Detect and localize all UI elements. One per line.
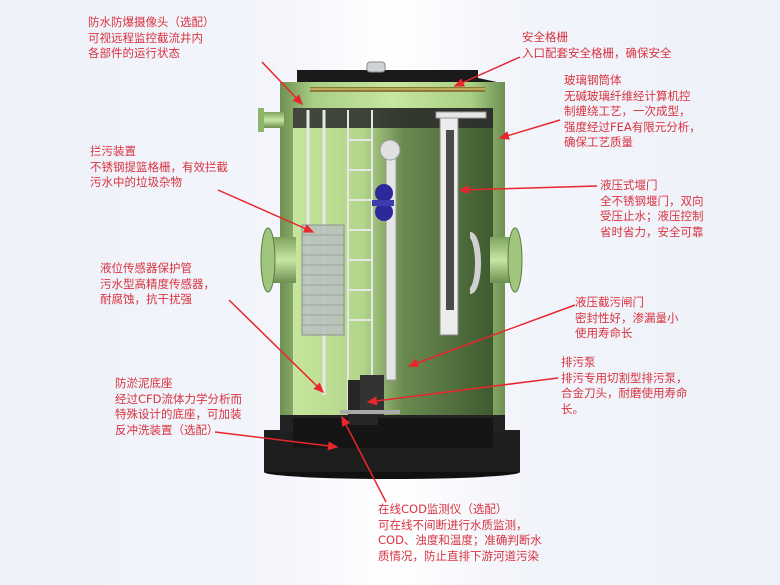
hydraulic-weir-gate [435,111,487,336]
discharge-pipe [372,139,401,381]
label-pump-line: 合金刀头，耐磨使用寿命 [561,386,688,400]
top-cover [297,61,497,92]
label-grille-title: 安全格栅 [522,30,568,44]
label-pump-title: 排污泵 [561,355,596,369]
trash-basket [301,224,345,336]
label-cod-title: 在线COD监测仪（选配） [378,502,508,516]
label-body: 玻璃钢筒体 无碱玻璃纤维经计算机控 制缠绕工艺，一次成型， 强度经过FEA有限元… [564,73,701,151]
callout-arrows [214,56,598,503]
label-base-line: 经过CFD流体力学分析而 [115,391,242,406]
label-gate: 液压截污闸门 密封性好，渗漏量小 使用寿命长 [575,295,679,342]
label-cod-line: COD、浊度和温度；准确判断水 [378,533,542,547]
label-gate-line: 密封性好，渗漏量小 [575,310,679,325]
label-base-line: 反冲洗装置（选配） [115,422,219,437]
label-body-line: 确保工艺质量 [564,135,633,149]
label-base: 防淤泥底座 经过CFD流体力学分析而 特殊设计的底座，可加装 反冲洗装置（选配） [115,376,242,438]
label-body-line: 无碱玻璃纤维经计算机控 [564,88,691,103]
label-weir-line: 省时省力，安全可靠 [600,224,704,239]
label-gate-title: 液压截污闸门 [575,295,644,309]
label-cod-line: 可在线不间断进行水质监测， [378,517,528,532]
label-weir-line: 受压止水；液压控制 [600,209,704,223]
label-cod-line: 质情况，防止直排下游河道污染 [378,548,539,563]
label-pump-line: 长。 [561,401,584,416]
label-sensor-line: 耐腐蚀，抗干扰强 [100,292,192,306]
label-base-title: 防淤泥底座 [115,376,173,390]
label-grille: 安全格栅 入口配套安全格栅，确保安全 [522,30,672,61]
label-sensor-title: 液位传感器保护管 [100,261,192,275]
label-camera-line: 可视远程监控截流井内 [88,30,203,45]
label-sensor-line: 污水型高精度传感器， [100,276,215,291]
label-body-line: 强度经过FEA有限元分析， [564,119,701,134]
label-trash: 拦污装置 不锈钢提篮格栅，有效拦截 污水中的垃圾杂物 [90,144,228,191]
label-sensor: 液位传感器保护管 污水型高精度传感器， 耐腐蚀，抗干扰强 [100,261,215,308]
label-trash-title: 拦污装置 [90,144,136,158]
ladder [347,110,373,410]
label-weir: 液压式堰门 全不锈钢堰门，双向 受压止水；液压控制 省时省力，安全可靠 [600,178,704,240]
label-grille-line: 入口配套安全格栅，确保安全 [522,45,672,60]
label-body-line: 制缠绕工艺，一次成型， [564,104,691,118]
label-camera-title: 防水防爆摄像头（选配） [88,15,215,29]
label-trash-line: 污水中的垃圾杂物 [90,175,182,189]
label-weir-title: 液压式堰门 [600,178,658,192]
label-trash-line: 不锈钢提篮格栅，有效拦截 [90,159,228,174]
label-body-title: 玻璃钢筒体 [564,73,622,87]
label-cod: 在线COD监测仪（选配） 可在线不间断进行水质监测， COD、浊度和温度；准确判… [378,502,542,564]
label-camera: 防水防爆摄像头（选配） 可视远程监控截流井内 各部件的运行状态 [88,15,215,62]
label-base-line: 特殊设计的底座，可加装 [115,407,242,421]
label-pump-line: 排污专用切割型排污泵， [561,370,688,385]
label-pump: 排污泵 排污专用切割型排污泵， 合金刀头，耐磨使用寿命 长。 [561,355,688,417]
label-camera-line: 各部件的运行状态 [88,46,180,60]
label-gate-line: 使用寿命长 [575,326,633,340]
inlet-pipes [258,108,523,293]
label-weir-line: 全不锈钢堰门，双向 [600,193,704,208]
